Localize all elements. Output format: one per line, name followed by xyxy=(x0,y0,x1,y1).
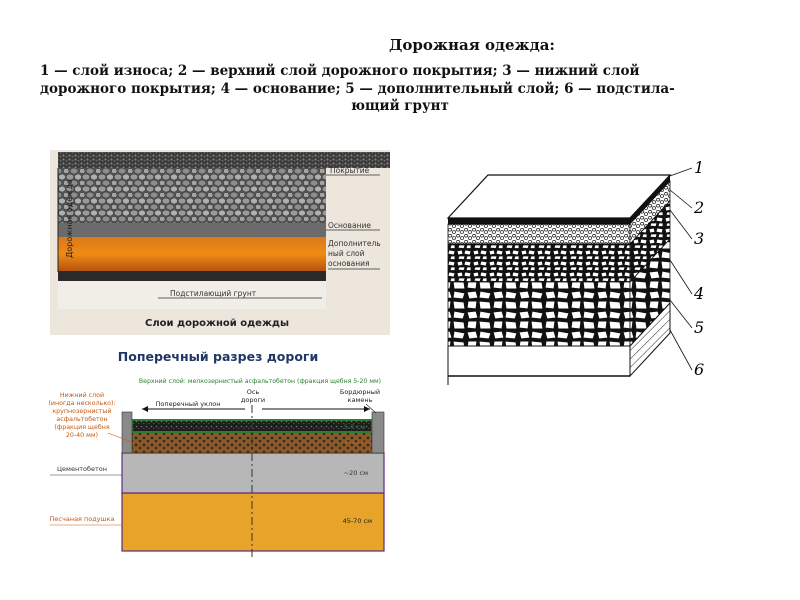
layer-number-2: 2 xyxy=(693,198,704,217)
curb-left xyxy=(121,411,133,454)
layer-number-3: 3 xyxy=(694,229,704,248)
lower-layer-label-1: (иногда несколько): xyxy=(48,400,115,407)
curb-label-2: камень xyxy=(348,396,373,404)
cross-section-title: Поперечный разрез дороги xyxy=(118,349,318,364)
label-grunt: Подстилающий грунт xyxy=(170,289,257,298)
cement-label: Цементобетон xyxy=(57,465,107,473)
label-dop-line2: ный слой xyxy=(328,249,365,258)
sand-layer xyxy=(121,492,385,552)
layer-number-5: 5 xyxy=(694,318,704,337)
axis-label-1: Ось xyxy=(247,388,260,396)
label-pokrytie: Покрытие xyxy=(330,166,370,175)
pavement-layers-photo: Дорожная одежда 40 Покрытие Основание До… xyxy=(50,150,390,335)
photo-top-label: 40 xyxy=(218,150,226,152)
lower-layer-label-2: крупнозернистый xyxy=(52,407,111,415)
layer-number-6: 6 xyxy=(694,360,704,379)
caption-line-1: 1 — слой износа; 2 — верхний слой дорожн… xyxy=(40,63,640,79)
top-layer-label: Верхний слой: мелкозернистый асфальтобет… xyxy=(139,377,381,385)
dim-sand: 45-70 см xyxy=(343,517,373,525)
pavement-block-diagram: 1 2 3 4 5 6 xyxy=(446,158,704,385)
lower-layer-label-0: Нижний слой xyxy=(60,391,104,399)
cement-layer xyxy=(121,452,385,494)
slope-label: Поперечный уклон xyxy=(156,400,221,408)
curb-right xyxy=(371,411,385,454)
lower-layer-label-3: асфальтобетон xyxy=(56,415,107,423)
dim-cement: ~20 см xyxy=(344,469,368,477)
axis-label-2: дороги xyxy=(241,396,265,404)
road-cross-section: Поперечный разрез дороги Верхний слой: м… xyxy=(48,349,385,560)
layer-number-4: 4 xyxy=(693,284,704,303)
page-title: Дорожная одежда: xyxy=(389,36,555,54)
photo-side-label: Дорожная одежда xyxy=(65,179,74,258)
sand-label: Песчаная подушка xyxy=(50,515,115,523)
label-dop-line3: основания xyxy=(328,259,370,268)
dim-top: 5-7 см xyxy=(344,423,365,431)
label-dop-line1: Дополнитель xyxy=(328,239,381,248)
caption-line-2: дорожного покрытия; 4 — основание; 5 — д… xyxy=(40,81,675,97)
photo-caption: Слои дорожной одежды xyxy=(145,318,289,329)
dim-lower: 6-12 см xyxy=(345,438,370,446)
curb-label-1: Бордюрный xyxy=(340,388,380,396)
lower-layer-label-5: 20-40 мм) xyxy=(66,432,98,439)
layer-number-1: 1 xyxy=(694,158,704,177)
caption-line-3: ющий грунт xyxy=(351,98,449,114)
lower-layer-label-4: (фракция щебня xyxy=(54,423,109,431)
label-osnovanie: Основание xyxy=(328,221,371,230)
